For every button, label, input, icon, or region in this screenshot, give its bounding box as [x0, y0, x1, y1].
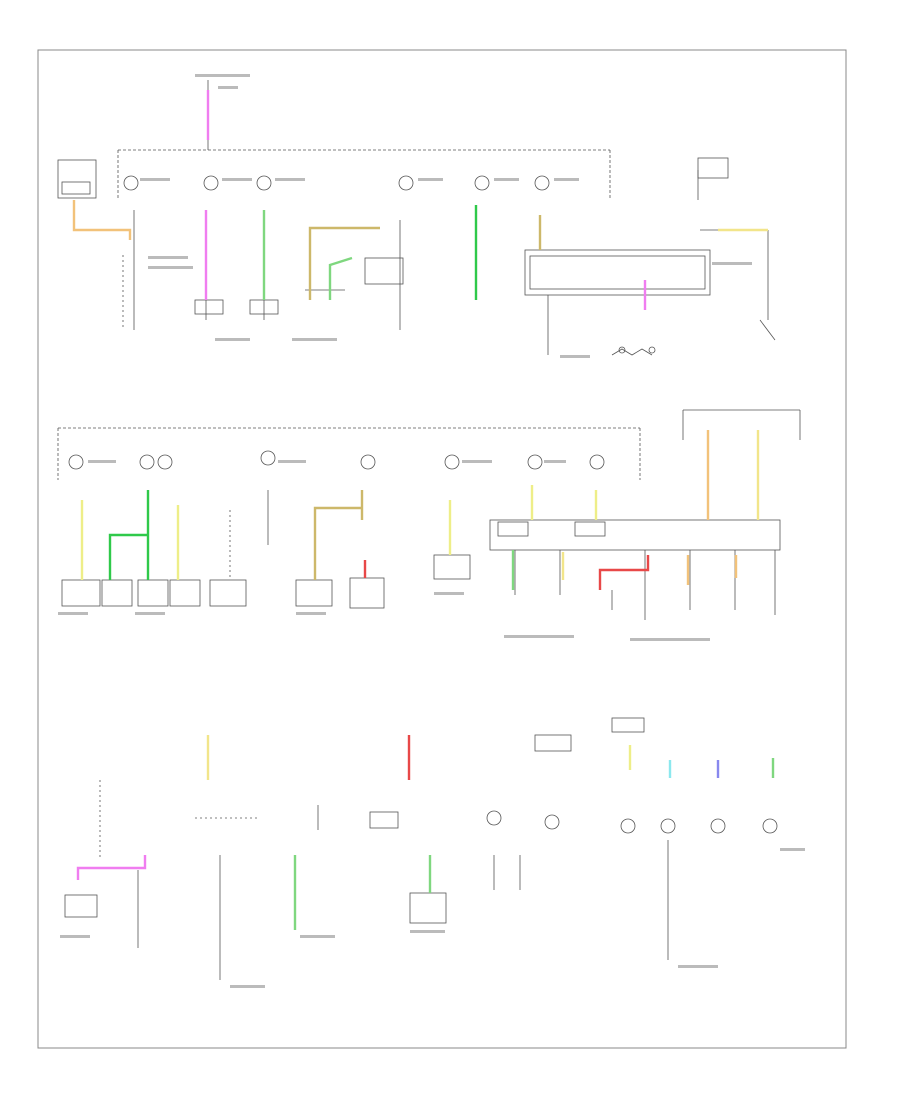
module-box-icon [534, 734, 572, 752]
label-marks [58, 74, 805, 988]
bulb-icon [589, 454, 605, 470]
bulb-icon [527, 454, 543, 470]
bulb-icon [256, 175, 272, 191]
module-box-icon [349, 577, 385, 609]
bulb-icon [157, 454, 173, 470]
module-box-icon [611, 717, 645, 733]
bulb-icon [68, 454, 84, 470]
bulb-icon [710, 818, 726, 834]
module-box-icon [364, 257, 404, 285]
bulb-icon [123, 175, 139, 191]
bulb-icon [139, 454, 155, 470]
module-box-icon [137, 579, 169, 607]
bulb-icon [660, 818, 676, 834]
module-box-icon [524, 249, 711, 296]
bulb-icon [474, 175, 490, 191]
section-bottom [64, 717, 778, 980]
bulb-icon [444, 454, 460, 470]
module-box-icon [64, 894, 98, 918]
bulb-icon [762, 818, 778, 834]
colored-wires-middle [80, 430, 760, 590]
module-box-icon [57, 159, 97, 199]
bulb-icon [486, 810, 502, 826]
bulb-icon [260, 450, 276, 466]
module-box-icon [369, 811, 399, 829]
module-box-icon [61, 579, 101, 607]
module-box-icon [433, 554, 471, 580]
module-box-icon [489, 519, 781, 551]
module-box-icon [409, 892, 447, 924]
bulb-icon [398, 175, 414, 191]
bulb-icon [203, 175, 219, 191]
bulb-icon [620, 818, 636, 834]
section-middle [57, 409, 801, 620]
module-box-icon [295, 579, 333, 607]
section-top [57, 80, 776, 356]
bulb-icon [360, 454, 376, 470]
bulb-icon [544, 814, 560, 830]
colored-wires-bottom [76, 735, 775, 930]
diagram-border [37, 49, 847, 1049]
colored-wires-top [72, 90, 768, 310]
bulb-icon [534, 175, 550, 191]
module-box-icon [101, 579, 133, 607]
module-box-icon [209, 579, 247, 607]
module-box-icon [169, 579, 201, 607]
